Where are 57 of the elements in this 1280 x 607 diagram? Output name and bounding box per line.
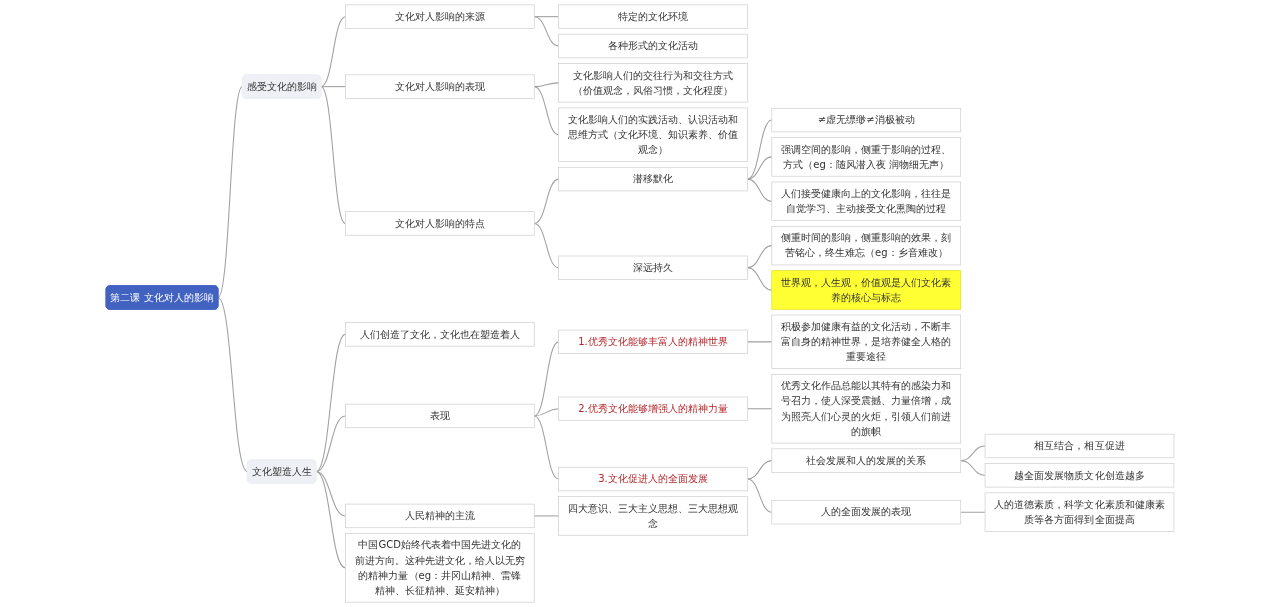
branch-line (315, 333, 346, 473)
branch-line (320, 16, 346, 88)
subtopic-box: 四大意识、三大主义思想、三大思想观念 (558, 496, 748, 536)
branch-line (533, 415, 560, 480)
branch-line (320, 86, 346, 224)
branch-line (320, 86, 346, 88)
branch-line (960, 460, 986, 476)
branch-line (746, 267, 773, 291)
subtopic-box: 文化影响人们的实践活动、认识活动和思维方式（文化环境、知识素养、价值观念） (558, 107, 748, 162)
root-topic-box: 第二课 文化对人的影响 (105, 285, 219, 310)
branch-line (315, 471, 346, 569)
branch-line (746, 178, 773, 202)
branch-line (746, 408, 773, 410)
subtopic-box: 3.文化促进人的全面发展 (558, 466, 748, 492)
subtopic-box: 文化对人影响的特点 (345, 211, 535, 236)
subtopic-box: 优秀文化作品总能以其特有的感染力和号召力，使人深受震撼、力量倍增，成为照亮人们心灵的火炬，引领人们前进的旗帜 (771, 374, 962, 444)
branch-line (746, 478, 773, 513)
subtopic-box: 相互结合，相互促进 (984, 433, 1175, 459)
branch-line (533, 341, 560, 417)
subtopic-box: 侧重时间的影响，侧重影响的效果，刻苦铭心，终生难忘（eg：乡音难改） (771, 225, 962, 266)
main-topic-box: 文化塑造人生 (247, 459, 317, 484)
branch-line (533, 86, 560, 136)
branch-line (746, 341, 773, 343)
branch-line (217, 86, 243, 299)
subtopic-box: 文化对人影响的来源 (345, 4, 535, 29)
subtopic-box: 文化对人影响的表现 (345, 74, 535, 99)
branch-line (746, 460, 773, 480)
subtopic-box: 1.优秀文化能够丰富人的精神世界 (558, 329, 748, 355)
subtopic-box: 中国GCD始终代表着中国先进文化的前进方向。这种先进文化，给人以无穷的精神力量（eg：井冈山精神、雷锋精神、长征精神、延安精神） (345, 533, 535, 603)
subtopic-box: 积极参加健康有益的文化活动，不断丰富自身的精神世界，是培养健全人格的重要途径 (771, 314, 962, 370)
subtopic-box: 深远持久 (558, 255, 748, 280)
branch-line (960, 511, 986, 513)
subtopic-box: 人民精神的主流 (345, 503, 535, 529)
subtopic-box: 人们创造了文化，文化也在塑造着人 (345, 322, 535, 347)
subtopic-box: 潜移默化 (558, 166, 748, 192)
subtopic-box: 越全面发展物质文化创造越多 (984, 463, 1175, 488)
branch-line (533, 16, 560, 47)
subtopic-box: 各种形式的文化活动 (558, 33, 748, 59)
subtopic-box: 文化影响人们的交往行为和交往方式（价值观念，风俗习惯，文化程度） (558, 63, 748, 103)
subtopic-box: 表现 (345, 403, 535, 429)
subtopic-box: ≠虚无缥缈≠消极被动 (771, 107, 962, 133)
subtopic-box: 人的全面发展的表现 (771, 500, 962, 525)
subtopic-box: 强调空间的影响，侧重于影响的过程、方式（eg：随风潜入夜 润物细无声） (771, 137, 962, 177)
branch-line (533, 178, 560, 224)
subtopic-box: 人的道德素质，科学文化素质和健康素质等各方面得到全面提高 (984, 492, 1175, 532)
branch-line (315, 415, 346, 473)
subtopic-box: 社会发展和人的发展的关系 (771, 448, 962, 473)
subtopic-box: 2.优秀文化能够增强人的精神力量 (558, 396, 748, 421)
branch-line (315, 471, 346, 517)
subtopic-box: 人们接受健康向上的文化影响，往往是自觉学习、主动接受文化熏陶的过程 (771, 181, 962, 221)
branch-line (217, 296, 248, 473)
branch-line (533, 222, 560, 269)
main-topic-box: 感受文化的影响 (242, 74, 322, 99)
subtopic-box: 特定的文化环境 (558, 4, 748, 29)
highlighted-subtopic-box: 世界观，人生观，价值观是人们文化素养的核心与标志 (771, 270, 962, 310)
branch-line (533, 515, 560, 517)
branch-line (533, 408, 560, 417)
